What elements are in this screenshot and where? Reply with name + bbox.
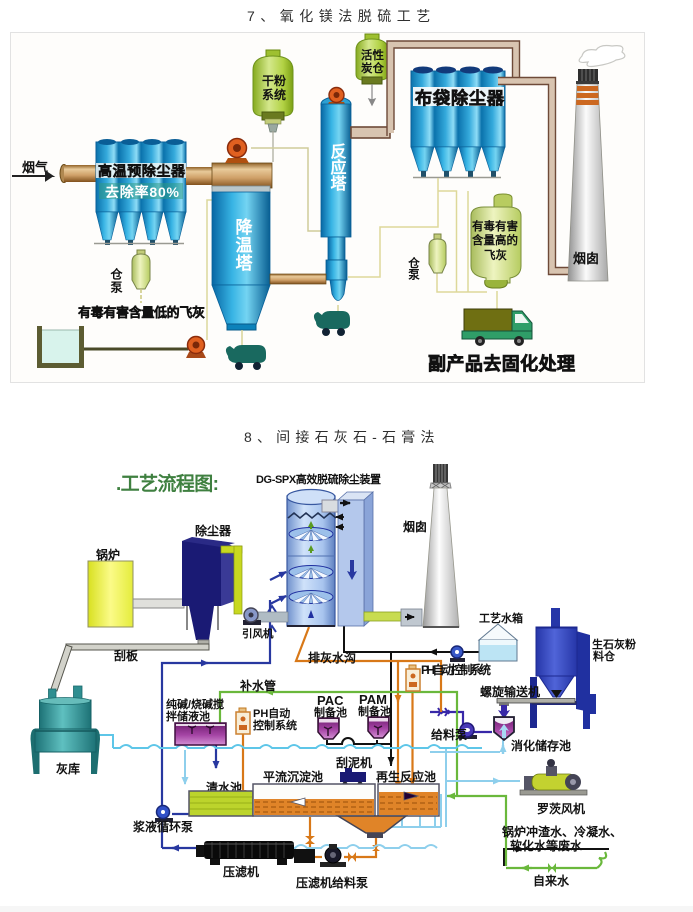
svg-text:生石灰粉: 生石灰粉	[592, 637, 636, 651]
svg-text:锅炉: 锅炉	[96, 547, 120, 562]
svg-text:料仓: 料仓	[593, 649, 616, 663]
svg-text:压滤机: 压滤机	[223, 864, 259, 879]
svg-text:控制系统: 控制系统	[253, 718, 297, 732]
svg-text:活性: 活性	[361, 48, 384, 62]
svg-text:引风机: 引风机	[242, 627, 274, 640]
svg-text:自来水: 自来水	[533, 873, 570, 888]
svg-text:烟囱: 烟囱	[573, 251, 599, 266]
svg-text:有毒有害: 有毒有害	[472, 219, 518, 233]
svg-text:浆液循环泵: 浆液循环泵	[132, 819, 193, 834]
svg-text:.工艺流程图:: .工艺流程图:	[116, 472, 219, 495]
svg-text:仓泵: 仓泵	[407, 256, 421, 281]
svg-text:去除率80%: 去除率80%	[105, 184, 180, 200]
svg-text:消化储存池: 消化储存池	[511, 738, 571, 753]
svg-text:飞灰: 飞灰	[484, 248, 507, 262]
svg-text:含量高的: 含量高的	[471, 233, 518, 247]
svg-text:有毒有害含量低的飞灰: 有毒有害含量低的飞灰	[78, 305, 205, 320]
svg-text:压滤机给料泵: 压滤机给料泵	[296, 875, 368, 890]
svg-text:纯碱/烧碱搅: 纯碱/烧碱搅	[166, 697, 224, 711]
svg-text:拌储液池: 拌储液池	[166, 709, 210, 723]
svg-text:灰库: 灰库	[56, 761, 80, 776]
svg-text:炭仓: 炭仓	[361, 61, 384, 75]
svg-text:PAM: PAM	[359, 692, 387, 707]
svg-text:补水管: 补水管	[239, 678, 276, 693]
svg-text:反应塔: 反应塔	[328, 143, 347, 192]
svg-text:烟囱: 烟囱	[403, 519, 427, 534]
svg-text:再生反应池: 再生反应池	[376, 769, 436, 784]
svg-text:工艺水箱: 工艺水箱	[479, 611, 523, 625]
svg-text:PH自动: PH自动	[253, 706, 290, 720]
svg-text:软化水等废水: 软化水等废水	[510, 838, 583, 853]
svg-text:PAC: PAC	[317, 693, 344, 708]
svg-text:刮泥机: 刮泥机	[336, 755, 372, 770]
svg-text:降温塔: 降温塔	[233, 217, 253, 272]
svg-text:高温预除尘器: 高温预除尘器	[98, 163, 186, 179]
svg-text:罗茨风机: 罗茨风机	[537, 801, 585, 816]
svg-text:螺旋输送机: 螺旋输送机	[480, 684, 540, 699]
svg-text:仓泵: 仓泵	[109, 267, 123, 294]
svg-text:锅炉冲渣水、冷凝水、: 锅炉冲渣水、冷凝水、	[502, 824, 622, 839]
svg-text:副产品去固化处理: 副产品去固化处理	[428, 353, 575, 374]
svg-text:制备池: 制备池	[314, 705, 347, 719]
svg-text:系统: 系统	[262, 87, 286, 102]
svg-text:制备池: 制备池	[358, 704, 391, 718]
svg-text:烟气: 烟气	[22, 160, 48, 175]
svg-text:DG-SPX高效脱硫除尘装置: DG-SPX高效脱硫除尘装置	[256, 472, 381, 486]
svg-text:PH自动控制系统: PH自动控制系统	[421, 662, 491, 677]
svg-text:给料泵: 给料泵	[431, 727, 467, 742]
svg-text:干粉: 干粉	[262, 73, 286, 88]
svg-text:布袋除尘器: 布袋除尘器	[415, 88, 505, 108]
svg-text:排灰水沟: 排灰水沟	[308, 650, 356, 665]
svg-text:平流沉淀池: 平流沉淀池	[263, 769, 323, 784]
svg-text:除尘器: 除尘器	[195, 523, 232, 538]
svg-text:刮板: 刮板	[114, 648, 139, 663]
